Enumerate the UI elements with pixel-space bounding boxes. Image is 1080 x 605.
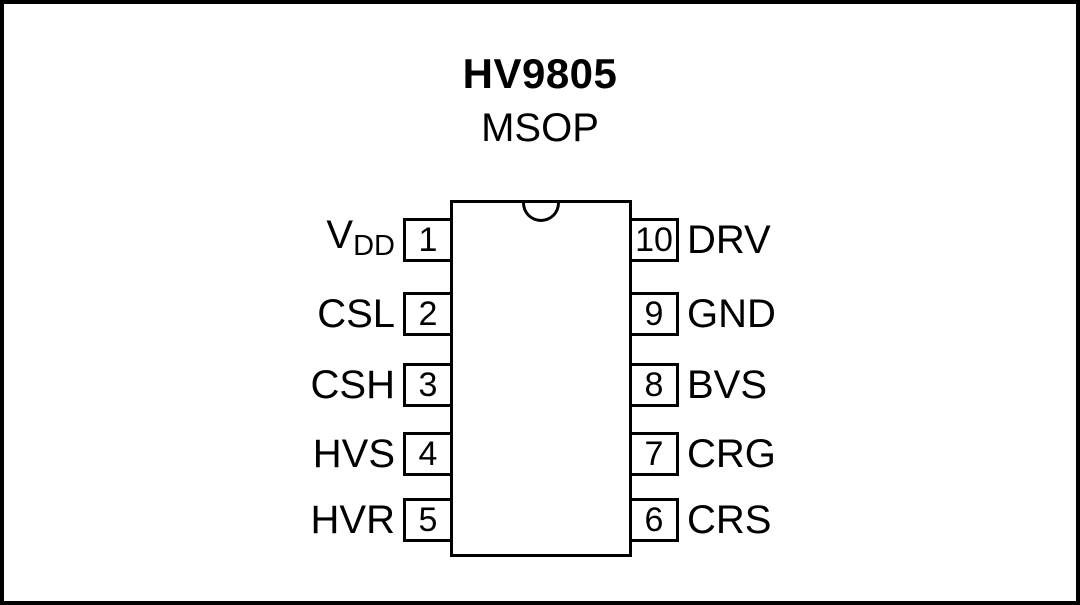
pin-number-8: 8 <box>629 363 679 407</box>
pin-number-1: 1 <box>403 218 453 262</box>
pin-label-csl: CSL <box>317 292 395 336</box>
pin-label-subscript: DD <box>353 229 395 262</box>
pin-row-1: VDD 1 <box>4 213 453 262</box>
pin-row-10: 10 DRV <box>629 218 771 262</box>
pin-number-6: 6 <box>629 498 679 542</box>
pin-number-4: 4 <box>403 432 453 476</box>
pin-number-7: 7 <box>629 432 679 476</box>
pin-label-drv: DRV <box>687 218 771 262</box>
pin-label-main: V <box>326 212 354 257</box>
pin-row-5: HVR 5 <box>4 498 453 542</box>
pin-label-hvr: HVR <box>310 498 395 542</box>
pin-row-2: CSL 2 <box>4 292 453 336</box>
pin-number-3: 3 <box>403 363 453 407</box>
pin-number-9: 9 <box>629 292 679 336</box>
pin-number-10: 10 <box>629 218 679 262</box>
pin-row-8: 8 BVS <box>629 363 767 407</box>
pin-label-hvs: HVS <box>312 432 395 476</box>
ic-body <box>450 200 632 557</box>
pin-row-9: 9 GND <box>629 292 776 336</box>
pin-row-4: HVS 4 <box>4 432 453 476</box>
pin-label-vdd: VDD <box>326 213 395 268</box>
chip-title: HV9805 <box>462 50 618 97</box>
pin1-notch-icon <box>522 203 560 222</box>
pin-row-6: 6 CRS <box>629 498 771 542</box>
pin-label-crs: CRS <box>687 498 772 542</box>
pin-number-5: 5 <box>403 498 453 542</box>
pin-label-csh: CSH <box>310 363 395 407</box>
pin-label-gnd: GND <box>687 292 776 336</box>
pin-row-3: CSH 3 <box>4 363 453 407</box>
pin-number-2: 2 <box>403 292 453 336</box>
pin-row-7: 7 CRG <box>629 432 776 476</box>
package-type: MSOP <box>481 106 599 150</box>
pin-label-bvs: BVS <box>687 363 768 407</box>
pin-label-crg: CRG <box>687 432 776 476</box>
